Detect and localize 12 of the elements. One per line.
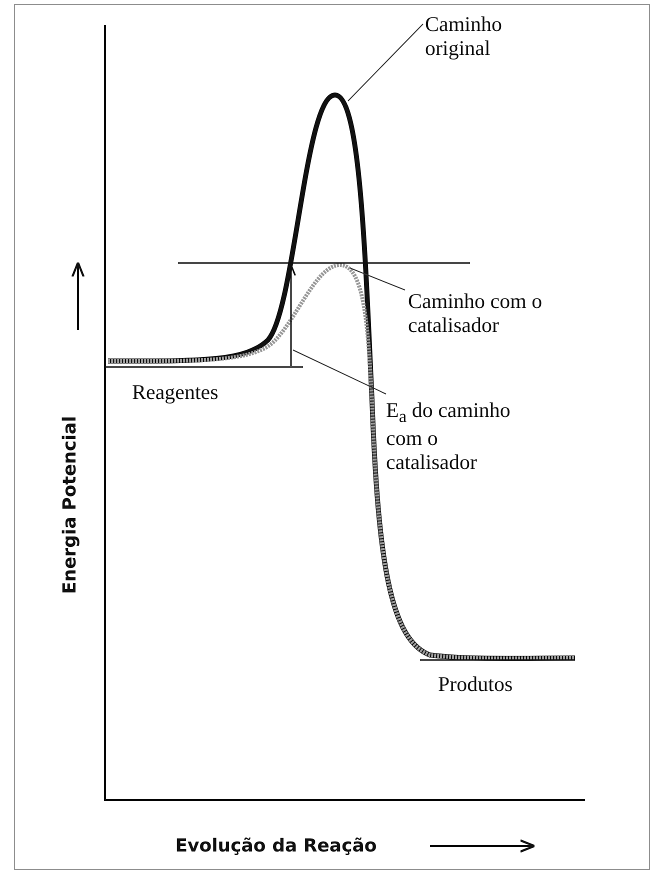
annotation-label: E$_{a}$ do caminho com o catalisador [386,398,531,475]
leader-line [348,24,424,102]
annotation-label: Caminho original [425,12,555,60]
leader-line [350,268,406,290]
x-axis-title: Evolução da Reação [175,836,377,856]
energy-curve [108,263,575,660]
products-label: Produtos [438,672,513,696]
reactants-label: Reagentes [132,380,218,404]
annotation-label: Caminho com o catalisador [408,289,623,338]
energy-curve [108,92,575,661]
y-axis-title: Energia Potencial [60,416,80,594]
leader-line [292,350,386,394]
